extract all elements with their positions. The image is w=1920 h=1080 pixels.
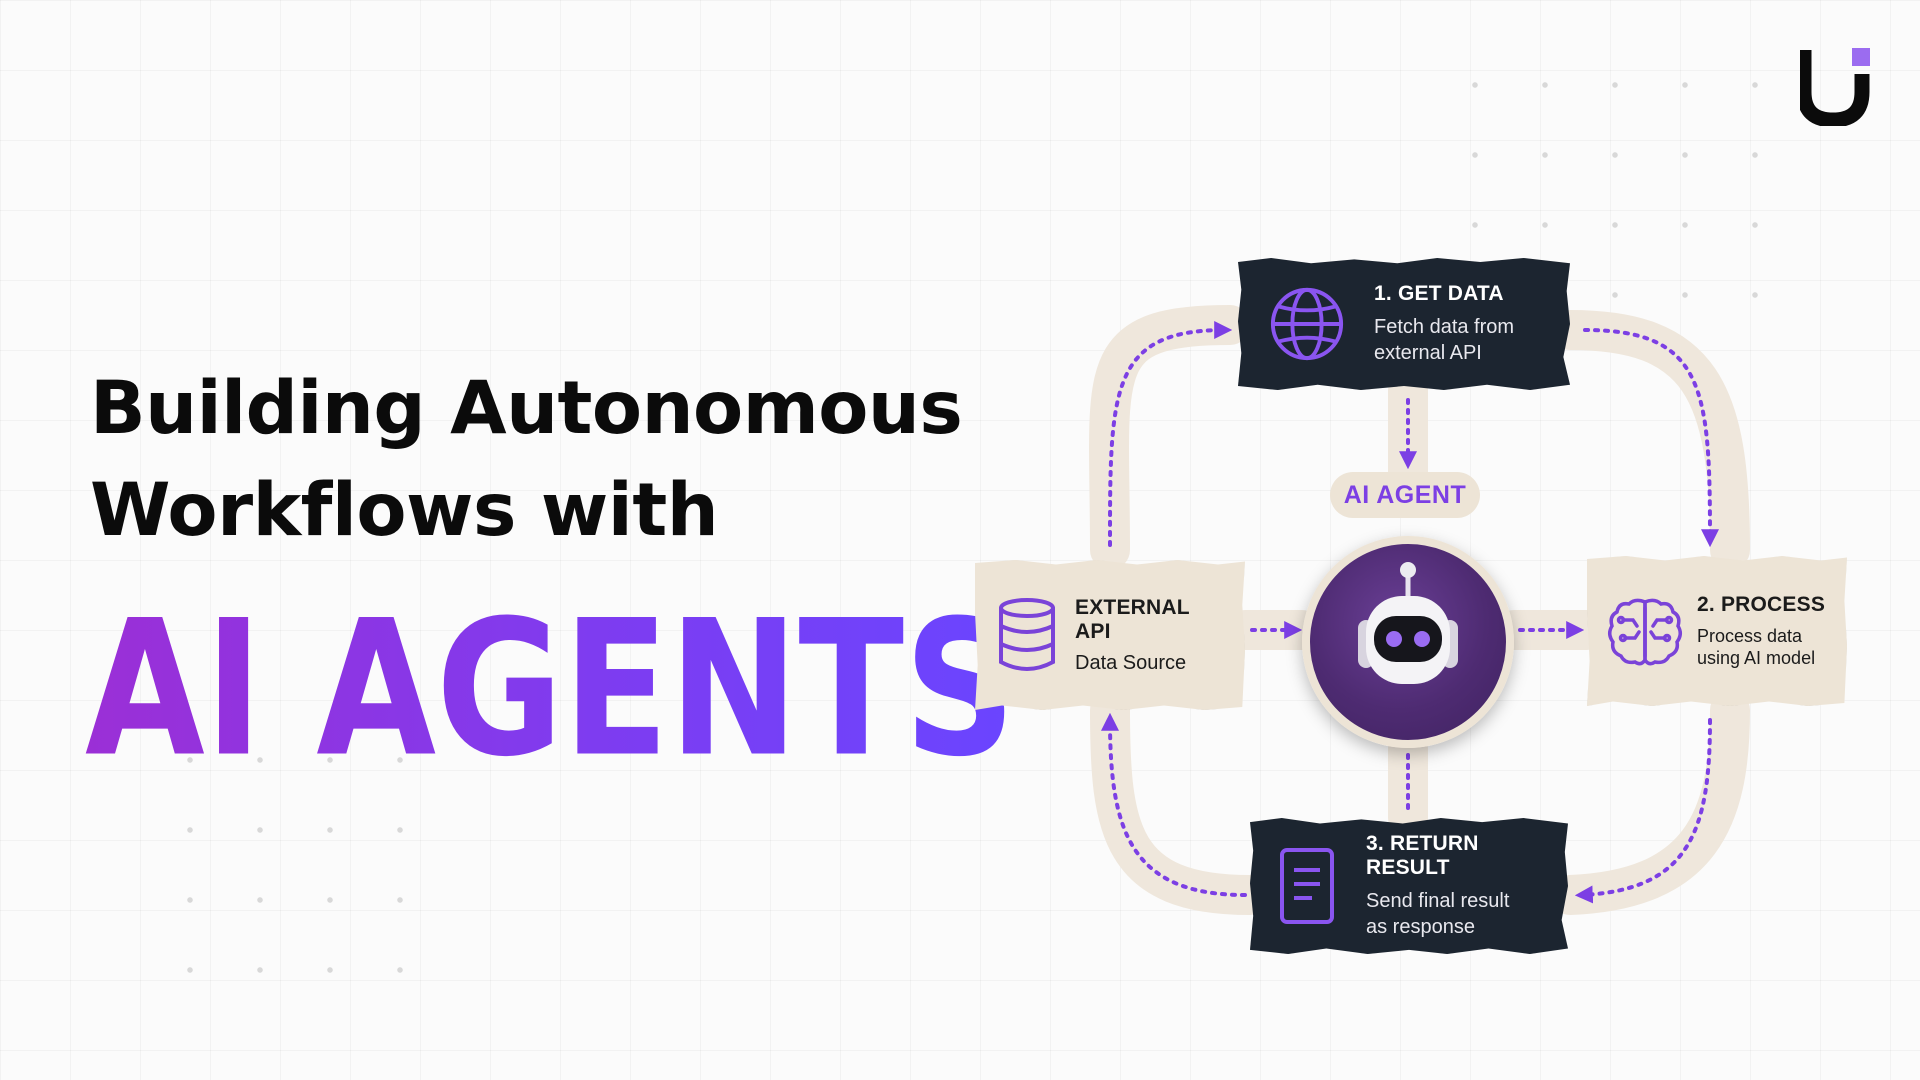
step-process-card: 2. PROCESS Process data using AI model: [1587, 556, 1847, 706]
ai-agent-label: AI AGENT: [1330, 472, 1480, 518]
database-icon: [999, 598, 1055, 671]
arrow-get-data-to-process: [1583, 328, 1719, 548]
document-icon: [1280, 848, 1334, 924]
workflow-diagram: 1. GET DATA Fetch data from external API…: [960, 250, 1920, 970]
brand-logo-icon: [1800, 48, 1870, 126]
step-title: 2. PROCESS: [1697, 593, 1826, 616]
step-description: Fetch data from external API: [1374, 316, 1515, 364]
ai-agent-node: [1302, 536, 1514, 748]
step-title: 1. GET DATA: [1374, 282, 1504, 305]
step-title: EXTERNAL API: [1075, 596, 1190, 643]
external-api-card: EXTERNAL API Data Source: [975, 560, 1245, 710]
connector-arrows: [1101, 321, 1719, 904]
dot-grid-decoration: [155, 725, 435, 1005]
dot-grid-decoration: [1440, 50, 1790, 300]
arrow-return-to-external: [1101, 712, 1247, 897]
step-description: Process data using AI model: [1697, 626, 1816, 668]
robot-icon: [1358, 562, 1458, 684]
page-title: Building Autonomous Workflows with: [90, 358, 963, 562]
globe-icon: [1270, 287, 1344, 361]
step-get-data-card: 1. GET DATA Fetch data from external API: [1238, 258, 1570, 390]
hero-title: AI AGENTS: [85, 560, 1016, 820]
step-return-result-card: 3. RETURN RESULT Send final result as re…: [1250, 818, 1568, 954]
title-line-2: Workflows with: [90, 468, 719, 553]
arrow-process-to-return: [1574, 718, 1712, 904]
step-title: 3. RETURN RESULT: [1366, 832, 1479, 879]
brain-icon: [1608, 598, 1682, 666]
step-description: Data Source: [1075, 652, 1187, 674]
title-line-1: Building Autonomous: [90, 366, 963, 451]
step-description: Send final result as response: [1366, 890, 1510, 938]
connector-layer: [1089, 305, 1750, 915]
